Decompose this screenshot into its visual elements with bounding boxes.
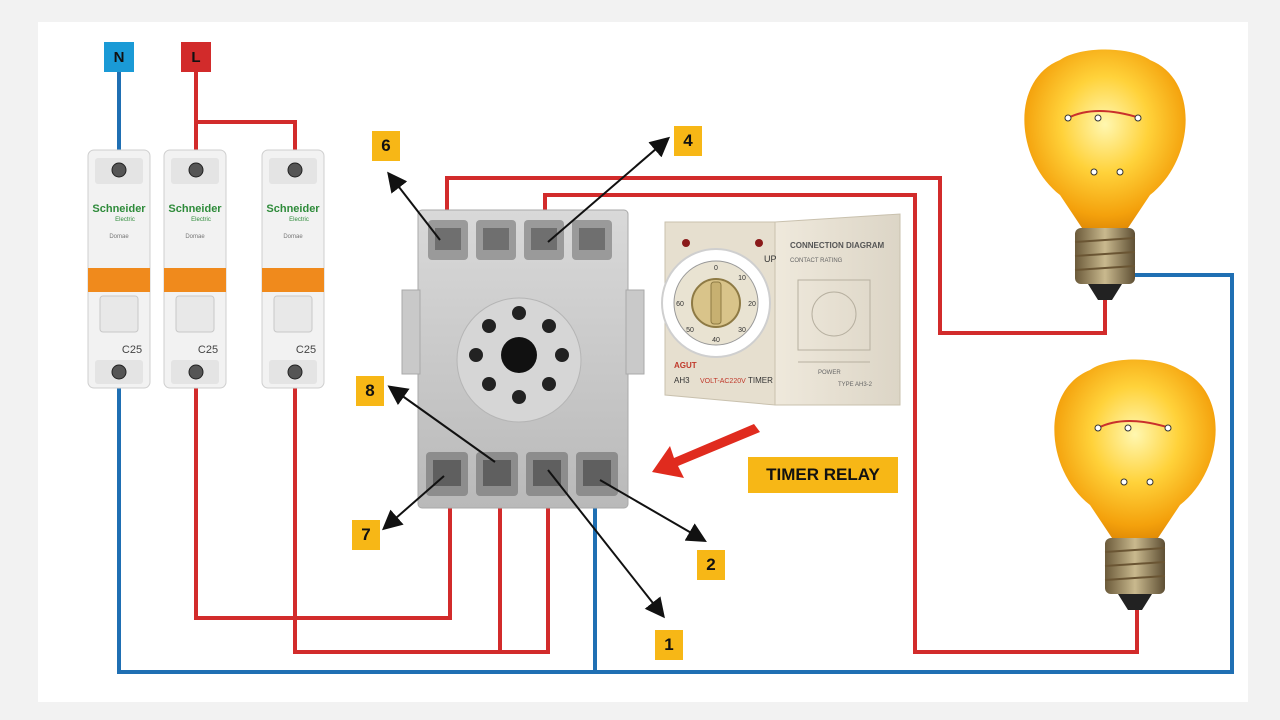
breaker3-to-pin1-wire	[293, 372, 550, 654]
dial-tick-20: 20	[748, 301, 756, 308]
pin-1-label: 1	[655, 630, 683, 660]
dial-tick-40: 40	[712, 337, 720, 344]
pin6-lamp1-wire	[445, 176, 1107, 335]
breaker-2-series: Domae	[185, 234, 205, 240]
dial-tick-10: 10	[738, 275, 746, 282]
breaker-1-rating: C25	[122, 344, 142, 356]
pin-holes	[469, 306, 569, 404]
pointer-1	[547, 469, 665, 619]
breaker-3[interactable]	[261, 149, 325, 389]
timer-relay-red-arrow	[652, 424, 760, 478]
pointer-2	[599, 479, 707, 543]
breaker-3-toggle[interactable]	[262, 268, 324, 292]
breaker-3-series: Domae	[283, 234, 303, 240]
pointer-7	[381, 475, 445, 531]
timer-relay-label: TIMER RELAY	[748, 457, 898, 493]
breaker-3-rating: C25	[296, 344, 316, 356]
timer-module	[661, 213, 901, 406]
breaker-1-series: Domae	[109, 234, 129, 240]
pointer-6	[387, 171, 441, 241]
dial-tick-0: 0	[714, 265, 718, 272]
top-terminals	[428, 220, 612, 260]
breaker-1-sub: Electric	[115, 217, 135, 223]
timer-type-label: TYPE AH3-2	[838, 382, 873, 388]
pointer-8	[387, 385, 496, 463]
breaker-2-sub: Electric	[191, 217, 211, 223]
breaker-2[interactable]	[163, 149, 227, 389]
breaker-3-sub: Electric	[289, 217, 309, 223]
breaker-2-rating: C25	[198, 344, 218, 356]
center-key-hole	[501, 337, 537, 373]
breaker2-to-pin7-wire	[194, 372, 452, 620]
pin4-lamp2-wire	[543, 193, 1139, 654]
timer-contact-rating: CONTACT RATING	[790, 258, 843, 264]
pin-2-label: 2	[697, 550, 725, 580]
dial-tick-60: 60	[676, 301, 684, 308]
timer-power-label: POWER	[818, 370, 841, 376]
pin-8-label: 8	[356, 376, 384, 406]
breaker-1-toggle[interactable]	[88, 268, 150, 292]
relay-socket	[401, 209, 645, 509]
timer-volt: VOLT-AC220V	[700, 378, 746, 385]
breaker-1-brand: Schneider	[92, 203, 146, 215]
breaker-1[interactable]	[87, 149, 151, 389]
breaker-3-brand: Schneider	[266, 203, 320, 215]
pointer-4	[547, 136, 671, 243]
timer-model: AH3	[674, 376, 690, 385]
neutral-return-wire	[117, 273, 1234, 674]
breaker-2-toggle[interactable]	[164, 268, 226, 292]
timer-diagram-title: CONNECTION DIAGRAM	[790, 241, 885, 250]
timer-brand: AGUT	[674, 361, 697, 370]
dial-tick-30: 30	[738, 327, 746, 334]
dial-tick-50: 50	[686, 327, 694, 334]
pin-pointers	[381, 136, 707, 619]
timer-kind: TIMER	[748, 376, 773, 385]
pin-4-label: 4	[674, 126, 702, 156]
timer-up-label: UP	[764, 254, 777, 264]
breaker-2-brand: Schneider	[168, 203, 222, 215]
neutral-tag: N	[104, 42, 134, 72]
lamp-2	[1054, 359, 1216, 610]
line-tag: L	[181, 42, 211, 72]
pin-6-label: 6	[372, 131, 400, 161]
pin-7-label: 7	[352, 520, 380, 550]
lamp-1	[1024, 49, 1186, 300]
